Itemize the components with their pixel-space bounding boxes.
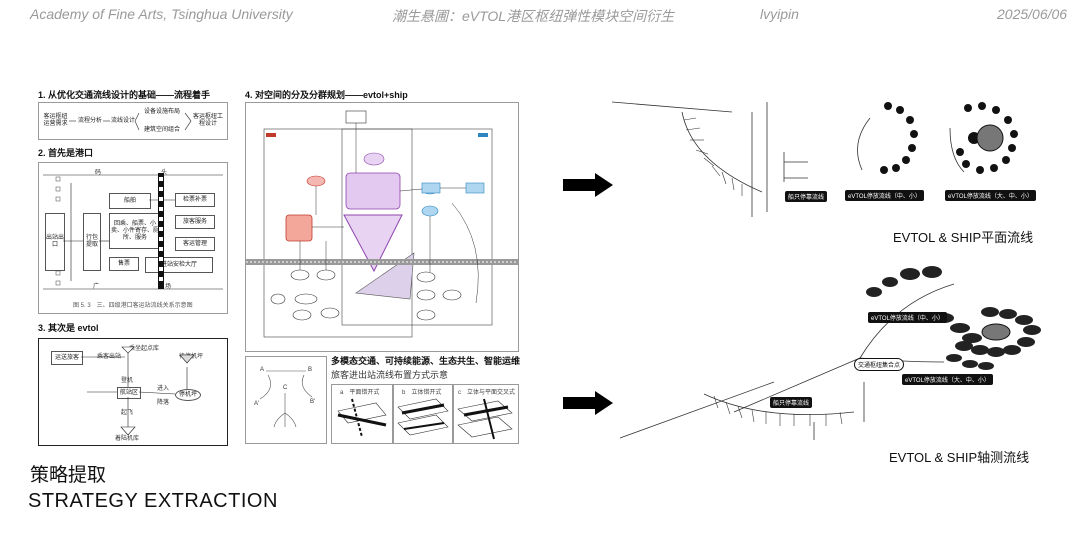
port-caption: 图 5. 3 三、四级港口客运站流线关系示意图 xyxy=(73,303,193,309)
option-b-drawing xyxy=(397,398,449,436)
evtol-diagram: 运送旅客 乘坐起点库 待停机坪 乘客出站 登机 航站区 停机坪 着陆机库 降落 … xyxy=(38,338,228,446)
letter-c: C xyxy=(283,385,288,391)
option-a-label: a 平面错开式 xyxy=(340,390,380,396)
header-date: 2025/06/06 xyxy=(997,6,1068,22)
evtol-node: 进入 xyxy=(157,386,170,392)
port-hall-list: 回乘、船票、小卖、小件寄存、厕所、服务 xyxy=(109,213,161,249)
flow-arrows xyxy=(69,112,192,131)
section4-heading: 多模态交通、可持续能源、生态共生、智能运维 xyxy=(331,356,521,366)
label-hub: 交通枢纽集合点 xyxy=(854,358,905,371)
flow-node: 客运枢纽运营需求 xyxy=(42,113,69,129)
strategy-title-en: STRATEGY EXTRACTION xyxy=(28,490,278,512)
label-ship-axo: 船只停靠流线 xyxy=(770,397,813,408)
option-c-drawing xyxy=(457,398,513,440)
port-label-bottom: 广 xyxy=(93,284,100,290)
evtol-node: 降落 xyxy=(157,400,170,406)
header-school: Academy of Fine Arts, Tsinghua Universit… xyxy=(30,6,293,22)
port-service: 旅客服务 xyxy=(175,215,215,229)
option-b-label: b 立体错开式 xyxy=(402,390,442,396)
option-a-drawing xyxy=(337,398,387,438)
flow-node: 建筑空间组合 xyxy=(139,125,185,135)
option-c-label: c 立体与平面交叉式 xyxy=(458,390,516,396)
port-luggage: 行包提取 xyxy=(83,213,101,271)
label-evtol-large-plan: eVTOL停放流线（大、中、小） xyxy=(945,190,1036,201)
section4-subheading: 旅客进出站流线布置方式示意 xyxy=(331,370,449,380)
caption-axo-flow: EVTOL & SHIP轴测流线 xyxy=(889,450,1030,465)
flow-node: 流线设计 xyxy=(111,116,135,126)
flow-node: 设备设施布局 xyxy=(139,107,185,117)
evtol-node: 起飞 xyxy=(121,410,134,416)
strategy-title-cn: 策略提取 xyxy=(30,465,107,486)
port-ticket: 售票 xyxy=(109,257,139,271)
letter-a-prime: A' xyxy=(254,401,260,407)
option-c-diagram: c 立体与平面交叉式 xyxy=(453,384,519,444)
letter-b-prime: B' xyxy=(310,399,316,405)
port-inspect: 检票补票 xyxy=(175,193,215,207)
evtol-node: 航站区 xyxy=(117,387,141,399)
label-evtol-small-axo: eVTOL停放流线（中、小） xyxy=(868,312,947,323)
caption-plan-flow: EVTOL & SHIP平面流线 xyxy=(893,230,1034,245)
evtol-node: 停机坪 xyxy=(175,389,201,401)
header-project-title: 潮生悬圃：eVTOL港区枢纽弹性模块空间衍生 xyxy=(392,8,675,24)
plan-parking-rings xyxy=(857,102,1018,174)
option-b-diagram: b 立体错开式 xyxy=(393,384,453,444)
option-a-diagram: a 平面错开式 xyxy=(331,384,393,444)
section3-title: 3. 其次是 evtol xyxy=(38,323,99,333)
flow-node: 流程分析 xyxy=(77,116,103,126)
letter-b: B xyxy=(308,367,313,373)
port-exit: 出站出口 xyxy=(45,213,65,271)
flow-diagram-1: 客运枢纽运营需求 流程分析 流线设计 设备设施布局 建筑空间组合 客运枢纽工程设… xyxy=(38,102,228,140)
port-diagram: 码 头 出站出口 行包提取 船舶 回乘、船票、小卖、小件寄存、厕所、服务 检票补… xyxy=(38,162,228,314)
plan-flow-drawing xyxy=(612,101,808,217)
cluster-diagram xyxy=(245,102,519,352)
letters-diagram: A B C A' B' xyxy=(245,356,327,444)
letter-a: A xyxy=(260,367,265,373)
evtol-node: 登机 xyxy=(121,378,134,384)
axo-flow-drawing xyxy=(619,266,1041,440)
label-evtol-small-plan: eVTOL停放流线（中、小） xyxy=(845,190,924,201)
evtol-node: 着陆机库 xyxy=(115,436,140,442)
label-evtol-large-axo: eVTOL停放流线（大、中、小） xyxy=(902,374,993,385)
flow-node: 客运枢纽工程设计 xyxy=(191,113,225,129)
section1-title: 1. 从优化交通流线设计的基础——流程着手 xyxy=(38,90,211,100)
cluster-drawing xyxy=(246,110,518,338)
letters-lines xyxy=(259,370,313,428)
header-author: lvyipin xyxy=(760,6,799,22)
port-label-bottom2: 场 xyxy=(165,284,172,290)
evtol-node: 乘坐起点库 xyxy=(129,346,160,352)
evtol-node: 运送旅客 xyxy=(51,351,83,365)
arrow-right-icon xyxy=(563,173,613,197)
section2-title: 2. 首先是港口 xyxy=(38,148,94,158)
arrow-right-icon xyxy=(563,391,613,415)
section4-title: 4. 对空间的分及分群规划——evtol+ship xyxy=(245,90,408,100)
port-label-top: 码 xyxy=(95,170,102,176)
port-ship: 船舶 xyxy=(109,193,151,209)
evtol-lines xyxy=(81,346,195,436)
port-lines xyxy=(43,173,223,290)
port-mgmt: 客运管理 xyxy=(175,237,215,251)
label-ship-plan: 船只停靠流线 xyxy=(785,191,828,202)
port-label-top2: 头 xyxy=(161,170,168,176)
